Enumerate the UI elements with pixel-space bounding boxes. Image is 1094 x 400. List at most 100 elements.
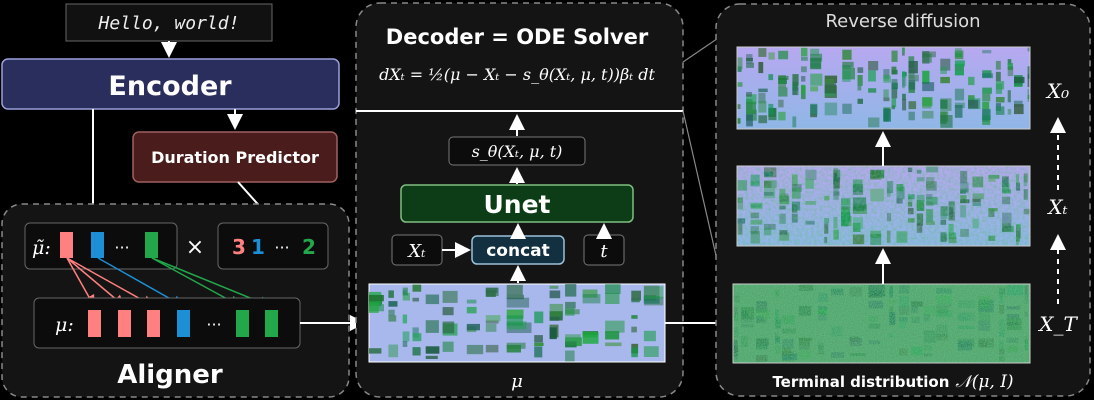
spectrogram-texture [1007, 63, 1013, 71]
spectrogram-texture [466, 323, 480, 331]
spectrogram-texture [534, 346, 543, 358]
spectrogram-texture [940, 115, 953, 128]
spectrogram-texture [402, 341, 408, 347]
spectrogram-texture [643, 285, 660, 297]
spectrogram-texture [425, 320, 439, 333]
spectrogram-texture [908, 101, 917, 110]
spectrogram-texture [746, 114, 753, 127]
spectrogram-texture [922, 70, 930, 84]
xt-input-label: Xₜ [406, 241, 426, 262]
spectrogram-texture [1007, 109, 1012, 115]
spectrogram-texture [549, 303, 563, 317]
spectrogram-texture [605, 320, 625, 333]
spectrogram-texture [940, 58, 951, 71]
spectrogram-texture [1007, 90, 1011, 103]
spectrogram-texture [388, 315, 397, 322]
durations-row [217, 222, 329, 270]
spectrogram-texture [485, 287, 499, 297]
spectrogram-texture [891, 66, 897, 75]
spectrogram-texture [995, 97, 1005, 103]
mu-label: μ: [55, 314, 74, 336]
spectrogram-texture [792, 116, 797, 128]
spectrogram-texture [485, 320, 499, 324]
spectrogram-texture [746, 92, 752, 97]
spectrogram-texture [643, 330, 656, 342]
spectrogram-texture [549, 327, 557, 340]
encoder-box [1, 58, 340, 110]
spectrogram-texture [425, 294, 440, 305]
spectrogram-texture [968, 99, 979, 109]
spectrogram-texture [466, 299, 477, 304]
spectrogram-texture [842, 49, 852, 60]
spectrogram-texture [883, 69, 890, 79]
spectrogram-texture [982, 50, 992, 54]
spectrogram-texture [746, 101, 756, 114]
spectrogram-texture [922, 97, 933, 107]
duration-value-green: 2 [302, 235, 316, 259]
spectrogram-texture [565, 301, 576, 309]
spectrogram-texture [908, 61, 918, 74]
spectrogram-texture [534, 342, 544, 346]
spectrogram-texture [758, 88, 768, 93]
spectrogram-texture [824, 78, 834, 86]
spectrogram-texture [908, 68, 915, 79]
spectrogram-texture [412, 327, 419, 338]
spectrogram-texture [891, 87, 898, 99]
spectrogram-texture [954, 50, 964, 60]
spectrogram-texture [1007, 66, 1014, 77]
spectrogram-texture [868, 61, 879, 71]
spectrogram-texture [402, 287, 408, 296]
spectrogram-texture [506, 309, 524, 319]
spectrogram-texture [902, 77, 907, 87]
spectrogram-texture [369, 303, 379, 313]
spectrogram-texture [605, 342, 622, 347]
mu-tilde-token-blue [91, 232, 104, 258]
spectrogram-texture [565, 350, 575, 362]
spectrogram-texture [506, 344, 521, 353]
spectrogram-texture [883, 97, 890, 102]
spectrogram-texture [810, 103, 818, 115]
spectrogram-texture [1027, 74, 1030, 88]
spectrogram-texture [810, 104, 818, 115]
spectrogram-texture [842, 67, 855, 80]
x0-label: X₀ [1045, 79, 1069, 103]
mu-spectrogram-label: μ [511, 371, 523, 392]
spectrogram-texture [1027, 94, 1030, 99]
spectrogram-texture [982, 87, 992, 94]
spectrogram-texture [824, 102, 838, 116]
spectrogram-texture [369, 295, 384, 302]
spectrogram-texture [982, 109, 991, 120]
spectrogram-texture [565, 334, 581, 346]
mu-token-green-2 [265, 310, 278, 337]
spectrogram-texture [534, 335, 543, 343]
spectrogram-texture [908, 74, 919, 82]
spectrogram-texture [412, 297, 419, 302]
spectrogram-texture [768, 52, 775, 60]
spectrogram-texture [982, 115, 991, 125]
duration-ellipsis: ··· [274, 238, 289, 257]
spectrogram-texture [792, 74, 799, 86]
spectrogram-texture [746, 57, 753, 62]
spectrogram-texture [412, 333, 422, 342]
spectrogram-texture [940, 66, 947, 75]
spectrogram-texture [922, 110, 934, 119]
spectrogram-texture [737, 82, 743, 87]
spectrogram-texture [857, 75, 863, 86]
spectrogram-texture [902, 71, 906, 79]
spectrogram-texture [466, 344, 484, 355]
spectrogram-texture [737, 104, 741, 109]
spectrogram-texture [506, 294, 524, 300]
spectrogram-texture [891, 105, 895, 110]
spectrogram-texture [908, 79, 916, 90]
mu-token-red-3 [147, 310, 160, 337]
spectrogram-texture [1014, 100, 1023, 107]
spectrogram-texture [954, 88, 965, 101]
spectrogram-texture [954, 60, 965, 67]
spectrogram-texture [801, 57, 808, 61]
reverse-diffusion-title: Reverse diffusion [825, 11, 980, 32]
spectrogram-texture [778, 111, 786, 121]
spectrogram-texture [883, 89, 889, 98]
spectrogram-texture [1014, 76, 1025, 84]
spectrogram-texture [940, 98, 952, 111]
mu-token-blue [177, 310, 190, 337]
